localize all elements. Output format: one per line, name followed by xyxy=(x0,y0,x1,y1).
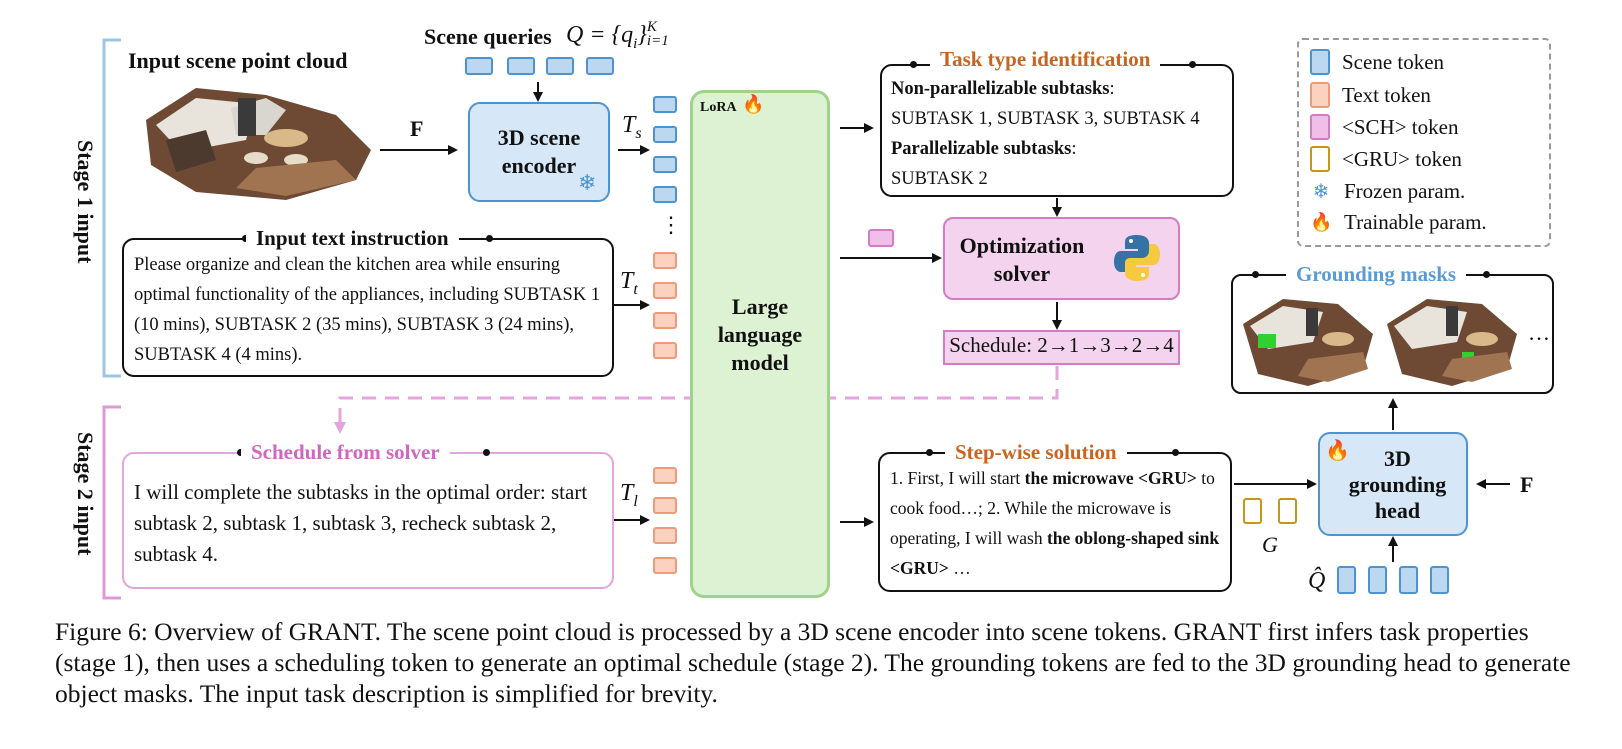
text-token xyxy=(653,467,677,484)
scene-encoder-box xyxy=(468,102,610,202)
gru-token xyxy=(1243,498,1262,524)
grounding-head-label: 3D grounding head xyxy=(1348,446,1447,523)
task-type-body: Non-parallelizable subtasks: SUBTASK 1, … xyxy=(891,79,1200,189)
point-cloud-title: Input scene point cloud xyxy=(128,48,348,73)
legend-box xyxy=(1297,38,1551,247)
connector-layer xyxy=(102,38,1510,600)
scene-query-token xyxy=(1430,566,1449,594)
stage2-label: Stage 2 input xyxy=(73,432,98,556)
legend-item-sch: <SCH> token xyxy=(1310,114,1458,140)
text-token xyxy=(653,557,677,574)
task-type-title: Task type identification xyxy=(930,47,1161,72)
Tt-label: Tt xyxy=(620,268,638,298)
scene-query-token xyxy=(546,57,574,75)
scene-query-token xyxy=(586,57,614,75)
schedule-feedback-path xyxy=(334,366,1059,434)
schedule-box xyxy=(943,330,1180,365)
feature-F-label: F xyxy=(1520,472,1534,497)
flame-icon: 🔥 xyxy=(1325,440,1350,462)
Ts-label: Ts xyxy=(622,112,642,142)
text-token xyxy=(653,312,677,329)
legend-item-text: Text token xyxy=(1310,82,1431,108)
legend-item-trainable: 🔥Trainable param. xyxy=(1310,210,1487,234)
scene-encoder-label: 3D scene encoder xyxy=(497,125,581,178)
stepwise-title: Step-wise solution xyxy=(945,440,1127,465)
text-token xyxy=(653,527,677,544)
point-cloud-image xyxy=(146,88,371,200)
text-instruction-body: Please organize and clean the kitchen ar… xyxy=(134,255,601,365)
optimization-solver-label: Optimization solver xyxy=(959,233,1085,286)
legend-item-scene: Scene token xyxy=(1310,49,1444,75)
scene-query-token xyxy=(1368,566,1387,594)
scene-queries-label: Scene queries xyxy=(424,24,552,49)
Q-hat-label: Q̂ xyxy=(1308,568,1326,594)
gru-token xyxy=(1278,498,1297,524)
grounding-masks-title: Grounding masks xyxy=(1286,262,1467,287)
schedule-from-solver-title: Schedule from solver xyxy=(241,440,450,465)
python-icon xyxy=(1114,235,1160,281)
flame-icon: 🔥 xyxy=(742,94,765,114)
flame-icon: 🔥 xyxy=(1310,212,1333,232)
legend-item-gru: <GRU> token xyxy=(1310,146,1462,172)
scene-token xyxy=(653,96,677,113)
figure-caption: Figure 6: Overview of GRANT. The scene p… xyxy=(55,617,1571,708)
snowflake-icon: ❄ xyxy=(578,170,597,195)
text-token xyxy=(653,282,677,299)
text-token xyxy=(653,497,677,514)
grounding-mask-image xyxy=(1387,299,1517,386)
llm-label: Large language model xyxy=(717,294,803,375)
stage1-bracket xyxy=(102,38,121,378)
stage1-label: Stage 1 input xyxy=(73,140,98,264)
G-label: G xyxy=(1262,532,1278,557)
snowflake-icon: ❄ xyxy=(1312,181,1330,203)
stage2-bracket xyxy=(102,405,121,600)
grounding-head-box xyxy=(1318,432,1468,536)
legend-item-frozen: ❄Frozen param. xyxy=(1310,179,1466,204)
schedule-from-solver-body: I will complete the subtasks in the opti… xyxy=(134,480,588,566)
text-instruction-title: Input text instruction xyxy=(246,226,459,251)
scene-query-token xyxy=(507,57,535,75)
grounding-mask-image xyxy=(1243,299,1373,386)
lora-label: LoRA xyxy=(700,100,737,115)
sch-token xyxy=(868,229,894,247)
scene-token xyxy=(653,156,677,173)
vertical-ellipsis: ⋮ xyxy=(660,212,682,237)
llm-box xyxy=(690,90,830,598)
text-token xyxy=(653,342,677,359)
masks-ellipsis: … xyxy=(1528,320,1550,345)
scene-query-token xyxy=(1399,566,1418,594)
text-token xyxy=(653,252,677,269)
schedule-label: Schedule: 2→1→3→2→4 xyxy=(949,333,1174,357)
scene-token xyxy=(653,126,677,143)
Tl-label: Tl xyxy=(620,480,638,510)
scene-token xyxy=(653,186,677,203)
scene-query-token xyxy=(465,57,493,75)
stepwise-body: 1. First, I will start the microwave <GR… xyxy=(890,468,1220,578)
scene-query-token xyxy=(1337,566,1356,594)
feature-F-label: F xyxy=(410,116,424,141)
